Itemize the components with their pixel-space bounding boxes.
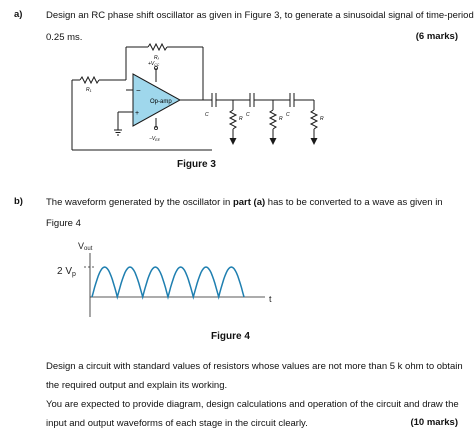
task-text-line3: You are expected to provide diagram, des… <box>46 399 459 410</box>
question-a-marks: (6 marks) <box>415 31 458 42</box>
task-marks: (10 marks) <box>410 417 458 428</box>
resistor-label-1: R <box>239 116 243 122</box>
figure4-caption: Figure 4 <box>211 331 250 342</box>
capacitor-label-1: C <box>205 112 209 118</box>
question-label-b: b) <box>14 196 23 207</box>
r1-label: R1 <box>86 87 92 93</box>
question-a-text-line1: Design an RC phase shift oscillator as g… <box>46 10 474 21</box>
question-b-text-post: has to be converted to a wave as given i… <box>267 197 443 208</box>
figure3-circuit: Op-amp − + Rf R1 +VCC −VEE C C C R R R <box>71 42 324 151</box>
figure4-waveform: Vout 2 Vp t <box>57 241 272 317</box>
noninverting-input-symbol: + <box>135 110 139 117</box>
x-axis-label: t <box>269 294 272 304</box>
ground-arrow-3 <box>310 138 318 145</box>
opamp-label: Op-amp <box>150 99 172 105</box>
question-b-text-line2: Figure 4 <box>46 218 81 229</box>
task-text-line1: Design a circuit with standard values of… <box>46 361 463 372</box>
resistor-label-3: R <box>320 116 324 122</box>
capacitor-label-3: C <box>286 112 290 118</box>
inverting-input-symbol: − <box>136 86 141 95</box>
task-text-line4: input and output waveforms of each stage… <box>46 418 308 429</box>
ground-arrow-2 <box>269 138 277 145</box>
rf-label: Rf <box>154 55 160 61</box>
opamp-symbol <box>132 73 182 127</box>
ground-arrow-1 <box>229 138 237 145</box>
question-b-text-pre: The waveform generated by the oscillator… <box>46 197 231 208</box>
rectified-wave <box>91 266 245 300</box>
capacitor-label-2: C <box>246 112 250 118</box>
resistor-label-2: R <box>279 116 283 122</box>
figure3-caption: Figure 3 <box>177 159 216 170</box>
question-a-text-line2: 0.25 ms. <box>46 32 83 43</box>
task-text-line2: the required output and explain its work… <box>46 380 228 391</box>
question-label-a: a) <box>14 9 23 20</box>
question-b-text-line1: The waveform generated by the oscillator… <box>46 196 466 209</box>
vee-label: −VEE <box>149 136 161 142</box>
amplitude-label: 2 Vp <box>57 266 76 278</box>
vcc-label: +VCC <box>148 61 160 67</box>
y-axis-label: Vout <box>78 241 93 252</box>
question-b-text-bold: part (a) <box>232 197 266 208</box>
